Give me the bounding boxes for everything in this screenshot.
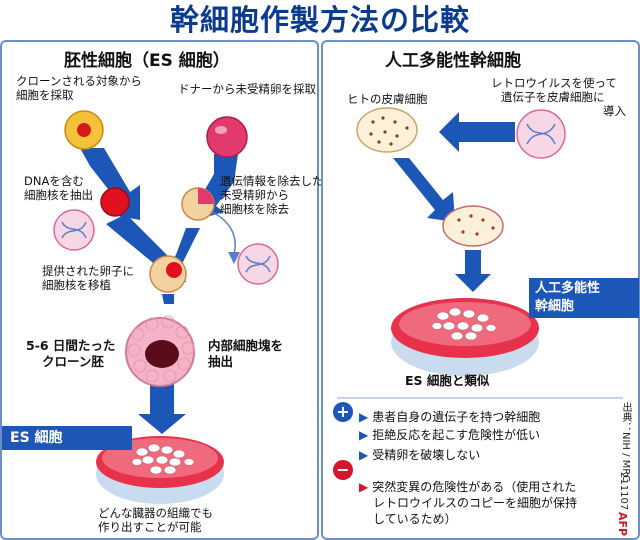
es-cell-box: ES 細胞 bbox=[2, 426, 132, 450]
removal-arrow bbox=[211, 211, 236, 255]
ips-illustration bbox=[337, 107, 623, 399]
label-transplant-2: 細胞核を移植 bbox=[42, 278, 111, 292]
ips-box-line-1: 人工多能性 bbox=[535, 281, 601, 296]
label-inner-mass-2: 抽出 bbox=[208, 354, 234, 369]
bullet-icon: ▶ bbox=[359, 480, 369, 494]
bullet-icon: ▶ bbox=[359, 428, 369, 442]
es-caption-2: 作り出すことが可能 bbox=[98, 520, 202, 534]
bullet-icon: ▶ bbox=[359, 410, 369, 424]
es-cell-colony bbox=[131, 443, 195, 475]
label-inner-mass-1: 内部細胞塊を bbox=[208, 338, 284, 353]
es-cell-panel: 胚性細胞（ES 細胞） クローンされる対象から 細胞を採取 ドナーから未受精卵を… bbox=[0, 40, 324, 540]
reprogrammed-cells bbox=[442, 205, 504, 247]
ips-cell-panel: 人工多能性幹細胞 ヒトの皮膚細胞 レトロウイルスを使って 遺伝子を皮膚細胞に 導… bbox=[321, 40, 640, 540]
reprogrammed-nuclei bbox=[457, 214, 495, 236]
es-heading: 胚性細胞（ES 細胞） bbox=[64, 51, 230, 71]
es-caption-1: どんな臓器の組織でも bbox=[98, 506, 213, 520]
es-illustration bbox=[53, 110, 279, 504]
dna-helix-right bbox=[245, 255, 271, 273]
label-clone-source-1: クローンされる対象から bbox=[16, 74, 142, 88]
page-title: 幹細胞作製方法の比較 bbox=[169, 3, 470, 37]
label-remove-3: 細胞核を除去 bbox=[220, 202, 289, 216]
arrow-enucleated-to-fusion bbox=[174, 228, 200, 264]
arrow-embryo-to-dish bbox=[138, 382, 186, 434]
label-dna-2: 細胞核を抽出 bbox=[24, 188, 93, 202]
retrovirus-helix bbox=[526, 123, 556, 145]
cons-minus-icon: − bbox=[333, 460, 353, 480]
label-retro-2: 遺伝子を皮膚細胞に bbox=[501, 90, 605, 104]
extracted-nucleus bbox=[100, 187, 130, 217]
arrow-virus-to-skin bbox=[439, 112, 515, 152]
con-item-1: ▶突然変異の危険性がある（使用された bbox=[359, 480, 577, 494]
arrow-fusion-to-embryo bbox=[162, 294, 174, 304]
ips-cell-colony bbox=[431, 307, 497, 341]
enucleated-egg-slice bbox=[198, 188, 214, 204]
label-remove-1: 遺伝情報を除去した bbox=[220, 174, 324, 188]
credit-agency-logo: AFP bbox=[616, 512, 629, 537]
label-embryo-2: クローン胚 bbox=[42, 354, 104, 369]
donor-egg bbox=[206, 116, 248, 158]
label-transplant-1: 提供された卵子に bbox=[42, 264, 134, 278]
label-embryo-1: 5-6 日間たった bbox=[26, 338, 116, 353]
dna-helix-left bbox=[61, 221, 87, 239]
skin-cell-nuclei bbox=[369, 116, 409, 146]
ips-box-line-2: 幹細胞 bbox=[535, 299, 575, 314]
con-item-3: しているため） bbox=[373, 512, 457, 526]
source-cell-nucleus bbox=[77, 123, 91, 137]
con-item-2: レトロウイルスのコピーを細胞が保持 bbox=[373, 496, 578, 510]
pro-item-1: ▶患者自身の遺伝子を持つ幹細胞 bbox=[359, 410, 541, 424]
ips-heading: 人工多能性幹細胞 bbox=[385, 51, 521, 71]
arrow-to-ips-dish bbox=[455, 250, 491, 292]
egg-highlight bbox=[215, 126, 227, 134]
pros-plus-icon: + bbox=[333, 402, 353, 422]
embryo-cells bbox=[127, 315, 195, 383]
label-clone-source-2: 細胞を採取 bbox=[16, 88, 74, 102]
label-remove-2: 未受精卵から bbox=[220, 188, 289, 202]
credit-source: 出典：NIH / MRC bbox=[620, 402, 631, 482]
label-donor: ドナーから未受精卵を採取 bbox=[178, 82, 316, 96]
pro-item-2: ▶拒絶反応を起こす危険性が低い bbox=[359, 428, 540, 442]
ips-cell-box: 人工多能性 幹細胞 bbox=[529, 278, 639, 318]
label-retro-1: レトロウイルスを使って bbox=[491, 76, 617, 90]
label-skin: ヒトの皮膚細胞 bbox=[347, 92, 428, 106]
pro-item-3: ▶受精卵を破壊しない bbox=[359, 448, 481, 462]
arrow-skin-to-reprogram bbox=[393, 158, 455, 222]
label-dna-1: DNAを含む bbox=[24, 174, 84, 188]
bullet-icon: ▶ bbox=[359, 448, 369, 462]
inner-cell-mass bbox=[145, 340, 179, 368]
skin-cell-cluster bbox=[356, 107, 418, 153]
fused-egg-nucleus bbox=[166, 262, 182, 278]
credit-date: 211107 bbox=[618, 472, 629, 511]
removal-arrowhead bbox=[228, 252, 240, 264]
label-similar: ES 細胞と類似 bbox=[405, 373, 490, 388]
label-retro-3: 導入 bbox=[603, 104, 626, 118]
